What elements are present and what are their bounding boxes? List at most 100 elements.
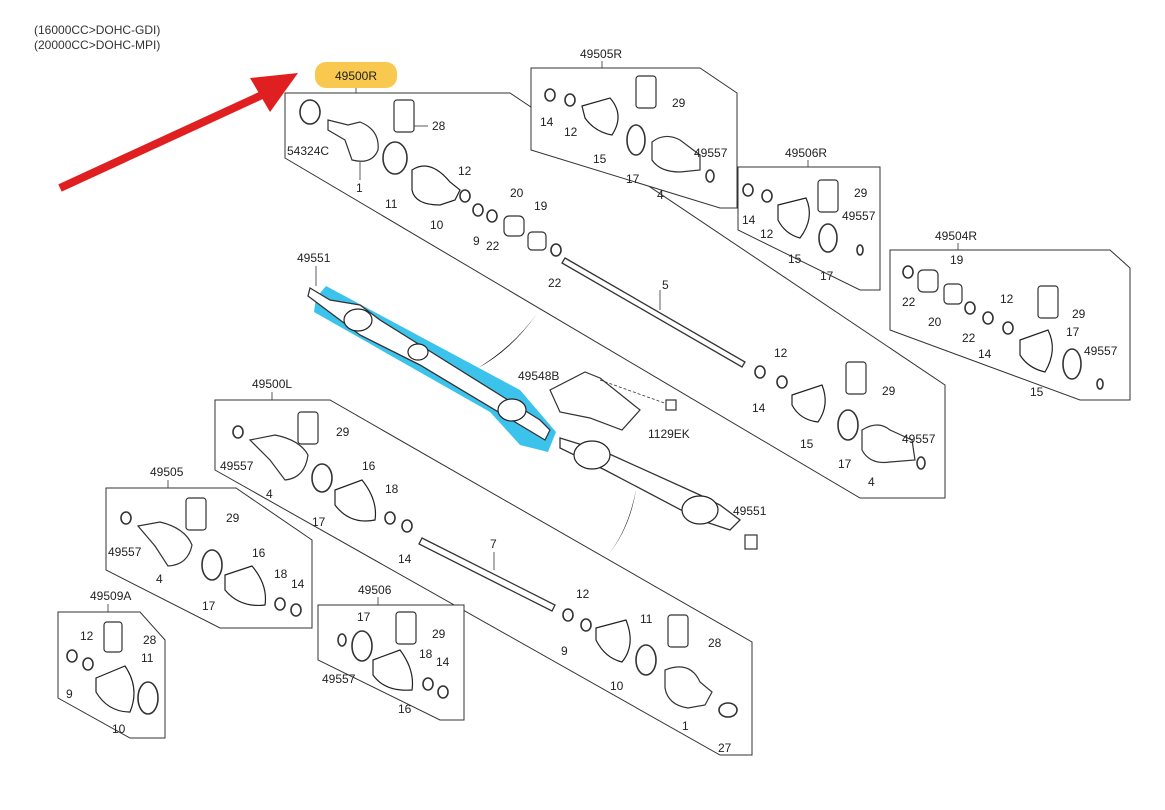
label-l-11[interactable]: 11 xyxy=(640,612,653,626)
label-19-a[interactable]: 19 xyxy=(534,199,548,213)
label-s-49557[interactable]: 49557 xyxy=(842,209,876,223)
group-label-49505R[interactable]: 49505R xyxy=(580,47,622,61)
label-49548B[interactable]: 49548B xyxy=(518,369,559,383)
label-a-17[interactable]: 17 xyxy=(202,599,216,613)
label-t-22[interactable]: 22 xyxy=(902,295,916,309)
label-l-29[interactable]: 29 xyxy=(336,425,350,439)
label-b-18[interactable]: 18 xyxy=(419,647,433,661)
label-t-19[interactable]: 19 xyxy=(950,253,964,267)
label-b-16[interactable]: 16 xyxy=(398,702,412,716)
group-label-49500L[interactable]: 49500L xyxy=(252,377,292,391)
label-l-49557[interactable]: 49557 xyxy=(220,459,254,473)
group-label-49506[interactable]: 49506 xyxy=(358,583,392,597)
group-label-49509A[interactable]: 49509A xyxy=(90,589,131,603)
label-10-a[interactable]: 10 xyxy=(430,218,444,232)
group-label-49505[interactable]: 49505 xyxy=(150,465,184,479)
label-t-49557[interactable]: 49557 xyxy=(1084,344,1118,358)
label-a-4[interactable]: 4 xyxy=(156,572,163,586)
label-t-15[interactable]: 15 xyxy=(1030,385,1044,399)
group-frame-49506R xyxy=(737,166,881,291)
label-r-14[interactable]: 14 xyxy=(540,115,554,129)
grease-tube-28 xyxy=(393,99,415,133)
label-49551-top[interactable]: 49551 xyxy=(297,251,331,265)
label-b-29[interactable]: 29 xyxy=(432,627,446,641)
group-label-49500R[interactable]: 49500R xyxy=(335,69,377,83)
label-r-12[interactable]: 12 xyxy=(564,125,578,139)
label-12-b[interactable]: 12 xyxy=(774,346,788,360)
label-t-29[interactable]: 29 xyxy=(1072,307,1086,321)
label-l-17[interactable]: 17 xyxy=(312,515,326,529)
label-5[interactable]: 5 xyxy=(662,278,669,292)
label-a-29[interactable]: 29 xyxy=(226,511,240,525)
label-l-16[interactable]: 16 xyxy=(362,459,376,473)
label-22-a[interactable]: 22 xyxy=(486,239,500,253)
label-r-17[interactable]: 17 xyxy=(626,172,640,186)
label-49551-bottom[interactable]: 49551 xyxy=(733,504,767,518)
label-b-17[interactable]: 17 xyxy=(357,610,371,624)
label-t-12[interactable]: 12 xyxy=(1000,292,1014,306)
label-l-27[interactable]: 27 xyxy=(718,741,732,755)
label-l-28[interactable]: 28 xyxy=(708,636,722,650)
label-l-12[interactable]: 12 xyxy=(576,587,590,601)
label-15-a[interactable]: 15 xyxy=(800,437,814,451)
label-r-29[interactable]: 29 xyxy=(672,96,686,110)
grease-tube-29 xyxy=(845,361,867,395)
label-a-14[interactable]: 14 xyxy=(291,577,305,591)
label-r-4[interactable]: 4 xyxy=(657,188,664,202)
label-11-a[interactable]: 11 xyxy=(385,197,398,211)
label-9-a[interactable]: 9 xyxy=(473,234,480,248)
label-t-14[interactable]: 14 xyxy=(978,347,992,361)
band-11 xyxy=(382,141,408,175)
group-label-49506R[interactable]: 49506R xyxy=(785,146,827,160)
label-l-7[interactable]: 7 xyxy=(490,537,497,551)
label-c-11[interactable]: 11 xyxy=(141,651,154,665)
label-12-a[interactable]: 12 xyxy=(458,164,472,178)
label-s-14[interactable]: 14 xyxy=(742,213,756,227)
label-l-1[interactable]: 1 xyxy=(682,719,689,733)
group-label-49504R[interactable]: 49504R xyxy=(935,229,977,243)
label-l-10[interactable]: 10 xyxy=(610,679,624,693)
label-l-9[interactable]: 9 xyxy=(561,644,568,658)
label-a-49557[interactable]: 49557 xyxy=(108,545,142,559)
label-s-15[interactable]: 15 xyxy=(788,252,802,266)
label-b-14[interactable]: 14 xyxy=(436,655,450,669)
label-a-16[interactable]: 16 xyxy=(252,546,266,560)
label-17-a[interactable]: 17 xyxy=(838,457,852,471)
label-l-14[interactable]: 14 xyxy=(398,552,412,566)
label-28-a[interactable]: 28 xyxy=(432,119,446,133)
label-49557-a[interactable]: 49557 xyxy=(902,432,936,446)
label-r-49557[interactable]: 49557 xyxy=(694,146,728,160)
label-r-15[interactable]: 15 xyxy=(593,152,607,166)
label-b-49557[interactable]: 49557 xyxy=(322,672,356,686)
label-l-4[interactable]: 4 xyxy=(266,487,273,501)
label-54324C[interactable]: 54324C xyxy=(287,144,329,158)
label-s-12[interactable]: 12 xyxy=(760,227,774,241)
ring-54324C xyxy=(299,99,321,125)
label-t-20[interactable]: 20 xyxy=(928,315,942,329)
label-c-10[interactable]: 10 xyxy=(112,722,126,736)
label-s-29[interactable]: 29 xyxy=(854,186,868,200)
label-c-9[interactable]: 9 xyxy=(66,687,73,701)
bracket-49548B xyxy=(549,371,641,431)
boot-15 xyxy=(791,384,826,423)
label-14-a[interactable]: 14 xyxy=(752,401,766,415)
label-4-a[interactable]: 4 xyxy=(868,475,875,489)
boot-10 xyxy=(411,165,461,206)
label-20-a[interactable]: 20 xyxy=(510,186,524,200)
label-22-b[interactable]: 22 xyxy=(548,276,562,290)
engine-spec-line-1: (16000CC>DOHC-GDI) xyxy=(34,23,161,37)
pointer-arrow-icon xyxy=(58,73,298,192)
label-c-12[interactable]: 12 xyxy=(80,629,94,643)
label-t-17[interactable]: 17 xyxy=(1066,325,1080,339)
inner-joint-4 xyxy=(861,424,916,464)
label-l-18[interactable]: 18 xyxy=(385,482,399,496)
label-s-17[interactable]: 17 xyxy=(820,269,834,283)
bearing-20 xyxy=(503,215,525,237)
label-29-a[interactable]: 29 xyxy=(882,384,896,398)
label-a-18[interactable]: 18 xyxy=(274,567,288,581)
label-c-28[interactable]: 28 xyxy=(143,633,157,647)
label-t-22b[interactable]: 22 xyxy=(962,331,976,345)
label-1-a[interactable]: 1 xyxy=(356,181,363,195)
label-1129EK[interactable]: 1129EK xyxy=(648,427,690,441)
